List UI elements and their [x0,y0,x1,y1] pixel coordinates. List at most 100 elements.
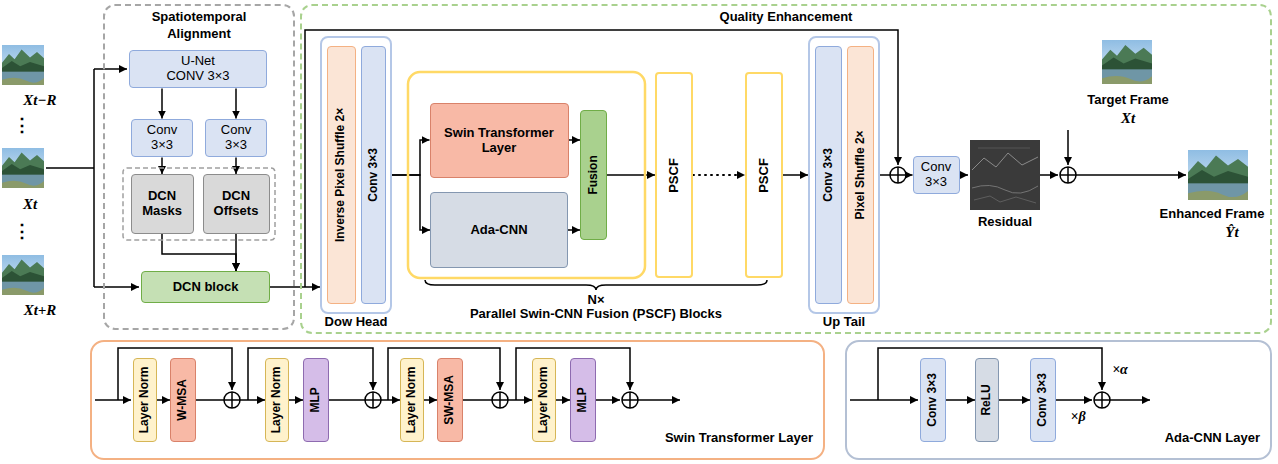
sum-symbol [890,167,906,183]
ellipsis: ⋮ [13,116,31,136]
sum-circle [1094,392,1110,408]
flow-connector [783,174,808,176]
sum-symbol [492,392,508,408]
layer-norm-box: Layer Norm [133,358,157,442]
residual-image [970,140,1040,210]
ellipsis: ⋮ [13,116,31,136]
layer-norm-box: Layer Norm [400,358,424,442]
group-label: Up Tail [823,315,865,330]
frame-symbol: Ŷt [1225,224,1238,241]
sum-cross [492,392,508,408]
enhancement-region: Quality EnhancementDow HeadInverse Pixel… [300,4,1272,334]
box-text: PSCF [667,158,682,193]
box-text: Fusion [587,155,601,194]
pixel-shuffle-box: Pixel Shuffle 2× [847,46,874,304]
head-group: Dow HeadInverse Pixel Shuffle 2×Conv 3×3 [320,36,392,314]
region-heading: Spatiotemporal Alignment [124,9,274,43]
flow-connector [607,174,655,176]
sum-cross [224,392,240,408]
unet-box: U-Net CONV 3×3 [129,50,267,89]
block-caption: Parallel Swin-CNN Fusion (PSCF) Blocks [470,307,722,321]
conv-box: Conv 3×3 [920,358,946,442]
sum-cross [1060,167,1076,183]
box-text: Conv 3×3 [367,148,381,202]
sum-circle [365,392,381,408]
swin-box: Swin Transformer Layer [430,103,569,178]
box-text: DCN Offsets [208,189,264,219]
curly-brace [425,280,767,290]
flow-connector [392,175,430,230]
panel-label: Swin Transformer Layer [665,431,813,446]
sum-cross [1094,392,1110,408]
ellipsis: ⋮ [13,222,31,242]
box-text: Layer Norm [270,367,284,434]
flow-arrow [95,399,131,401]
attention-box: W-MSA [170,358,196,442]
dcn-offset-box: DCN Offsets [203,174,270,234]
flow-connector [568,229,580,231]
image-caption: Residual [978,215,1032,229]
box-text: Swin Transformer Layer [435,126,563,156]
target-frame-image [1102,40,1152,84]
frame-symbol: Xt [1121,110,1135,127]
image-caption: Target Frame [1087,93,1168,107]
layer-norm-box: Layer Norm [265,358,289,442]
flow-connector [235,157,237,174]
box-text: Conv 3×3 [214,123,258,153]
image-caption: Enhanced Frame [1160,207,1265,221]
conv-box: Conv 3×3 [205,119,267,158]
sum-symbol [1060,167,1076,183]
frame-symbol: Xt+R [24,302,57,319]
flow-connector [392,140,430,175]
box-text: W-MSA [176,379,190,421]
input-arrow [94,68,127,70]
mlp-box: MLP [303,358,329,442]
layer-norm-box: Layer Norm [532,358,556,442]
box-text: MLP [576,387,590,412]
dcn-block-box: DCN block [141,271,270,303]
box-text: PSCF [757,158,772,193]
sum-symbol [1094,392,1110,408]
sum-symbol [622,392,638,408]
box-text: Conv 3×3 [926,373,940,427]
flow-connector [270,286,320,288]
image-caption: Target Frame [1087,93,1168,107]
sum-cross [622,392,638,408]
group-label: Dow Head [325,315,388,330]
input-frame-image [2,45,44,85]
repeat-count: N× [588,293,605,307]
sum-circle [224,392,240,408]
box-text: Pixel Shuffle 2× [854,130,868,219]
frame-symbol: Xt+R [24,302,57,319]
block-caption: Parallel Swin-CNN Fusion (PSCF) Blocks [470,307,722,321]
frame-symbol: Xt [23,196,37,213]
frame-symbol: Xt−R [23,92,56,109]
box-text: Layer Norm [405,367,419,434]
flow-connector [569,139,581,141]
sum-circle [622,392,638,408]
box-text: Layer Norm [537,367,551,434]
sum-circle [1060,167,1076,183]
scale-factor: ×β [1070,409,1085,424]
input-frame-image [2,148,44,188]
image-caption: Residual [978,215,1032,229]
box-text: DCN block [173,280,239,295]
flow-connector [693,174,745,176]
dcn-mask-box: DCN Masks [131,174,194,234]
flow-connector [289,399,303,401]
flow-connector [556,399,570,401]
box-text: Conv 3×3 [918,160,954,190]
scale-factor: ×α [1112,362,1128,377]
box-text: Layer Norm [138,367,152,434]
relu-box: ReLU [975,358,999,442]
flow-connector [999,399,1030,401]
flow-arrow [1067,130,1069,165]
pscf-box: PSCF [745,72,783,278]
scale-factor: ×β [1070,409,1085,424]
conv-box: Conv 3×3 [913,156,960,195]
residual-edge [978,148,1030,149]
residual-edge [972,153,1038,170]
sum-symbol [365,392,381,408]
